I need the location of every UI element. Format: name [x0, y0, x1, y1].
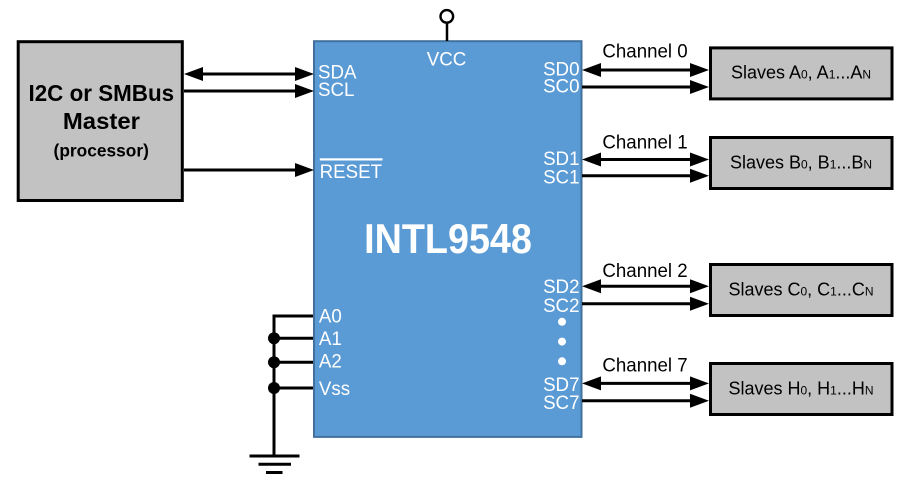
- svg-text:Channel 1: Channel 1: [602, 131, 687, 152]
- svg-text:Master: Master: [63, 108, 140, 133]
- svg-text:SD1: SD1: [543, 149, 579, 170]
- svg-text:RESET: RESET: [320, 162, 383, 183]
- svg-text:Slaves B0, B1...BN: Slaves B0, B1...BN: [730, 152, 872, 172]
- svg-text:INTL9548: INTL9548: [364, 217, 532, 263]
- svg-text:(processor): (processor): [54, 140, 149, 160]
- svg-text:A2: A2: [319, 351, 342, 372]
- svg-text:Slaves H0, H1...HN: Slaves H0, H1...HN: [728, 378, 873, 398]
- svg-text:Slaves A0, A1...AN: Slaves A0, A1...AN: [731, 62, 871, 82]
- svg-text:SC0: SC0: [543, 76, 579, 97]
- svg-text:SD2: SD2: [543, 276, 579, 297]
- svg-text:A1: A1: [319, 329, 342, 350]
- svg-text:SD7: SD7: [543, 374, 579, 395]
- svg-text:SC2: SC2: [543, 296, 579, 317]
- svg-text:Channel 0: Channel 0: [602, 40, 687, 61]
- svg-text:SDA: SDA: [318, 62, 357, 83]
- svg-text:Channel 2: Channel 2: [602, 260, 687, 281]
- svg-text:SD0: SD0: [543, 59, 579, 80]
- svg-text:SCL: SCL: [318, 80, 354, 101]
- svg-text:Slaves C0, C1...CN: Slaves C0, C1...CN: [728, 279, 873, 299]
- svg-text:SC1: SC1: [543, 167, 579, 188]
- svg-text:A0: A0: [319, 306, 342, 327]
- svg-text:SC7: SC7: [543, 393, 579, 414]
- svg-text:VCC: VCC: [427, 49, 467, 70]
- svg-text:I2C or SMBus: I2C or SMBus: [29, 80, 175, 106]
- svg-text:Vss: Vss: [319, 379, 350, 400]
- svg-text:Channel 7: Channel 7: [602, 354, 687, 375]
